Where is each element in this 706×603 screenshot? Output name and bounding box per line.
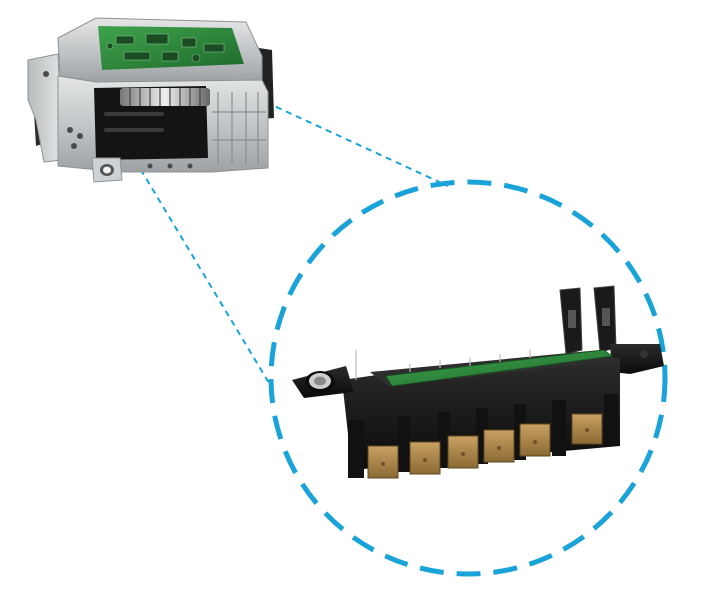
inverter-housing bbox=[27, 17, 274, 183]
module-left-ring-lug bbox=[292, 366, 354, 398]
terminal-6 bbox=[571, 413, 603, 445]
terminal-1 bbox=[367, 445, 399, 479]
housing-right-ribs bbox=[212, 92, 266, 164]
module-right-mount-arm bbox=[610, 344, 664, 374]
callout-line-lower bbox=[134, 159, 273, 389]
pcb-components bbox=[106, 33, 225, 63]
module-pcb-pins bbox=[355, 350, 531, 380]
module-pcb-strip bbox=[385, 349, 614, 387]
module-terminals bbox=[367, 413, 603, 479]
module-signal-tabs bbox=[559, 285, 617, 355]
housing-screw-holes bbox=[43, 71, 193, 169]
housing-mounting-lug bbox=[91, 157, 123, 183]
housing-left-flange bbox=[27, 53, 63, 163]
terminal-2 bbox=[409, 441, 441, 475]
housing-busbar-coils bbox=[120, 88, 210, 106]
terminal-3 bbox=[447, 435, 479, 469]
housing-cavity-slots bbox=[104, 112, 164, 132]
module-right-mount-hole bbox=[640, 350, 648, 358]
magnifier-circle bbox=[268, 179, 668, 577]
terminal-4 bbox=[483, 429, 515, 463]
terminal-5 bbox=[519, 423, 551, 457]
power-module bbox=[292, 285, 664, 479]
